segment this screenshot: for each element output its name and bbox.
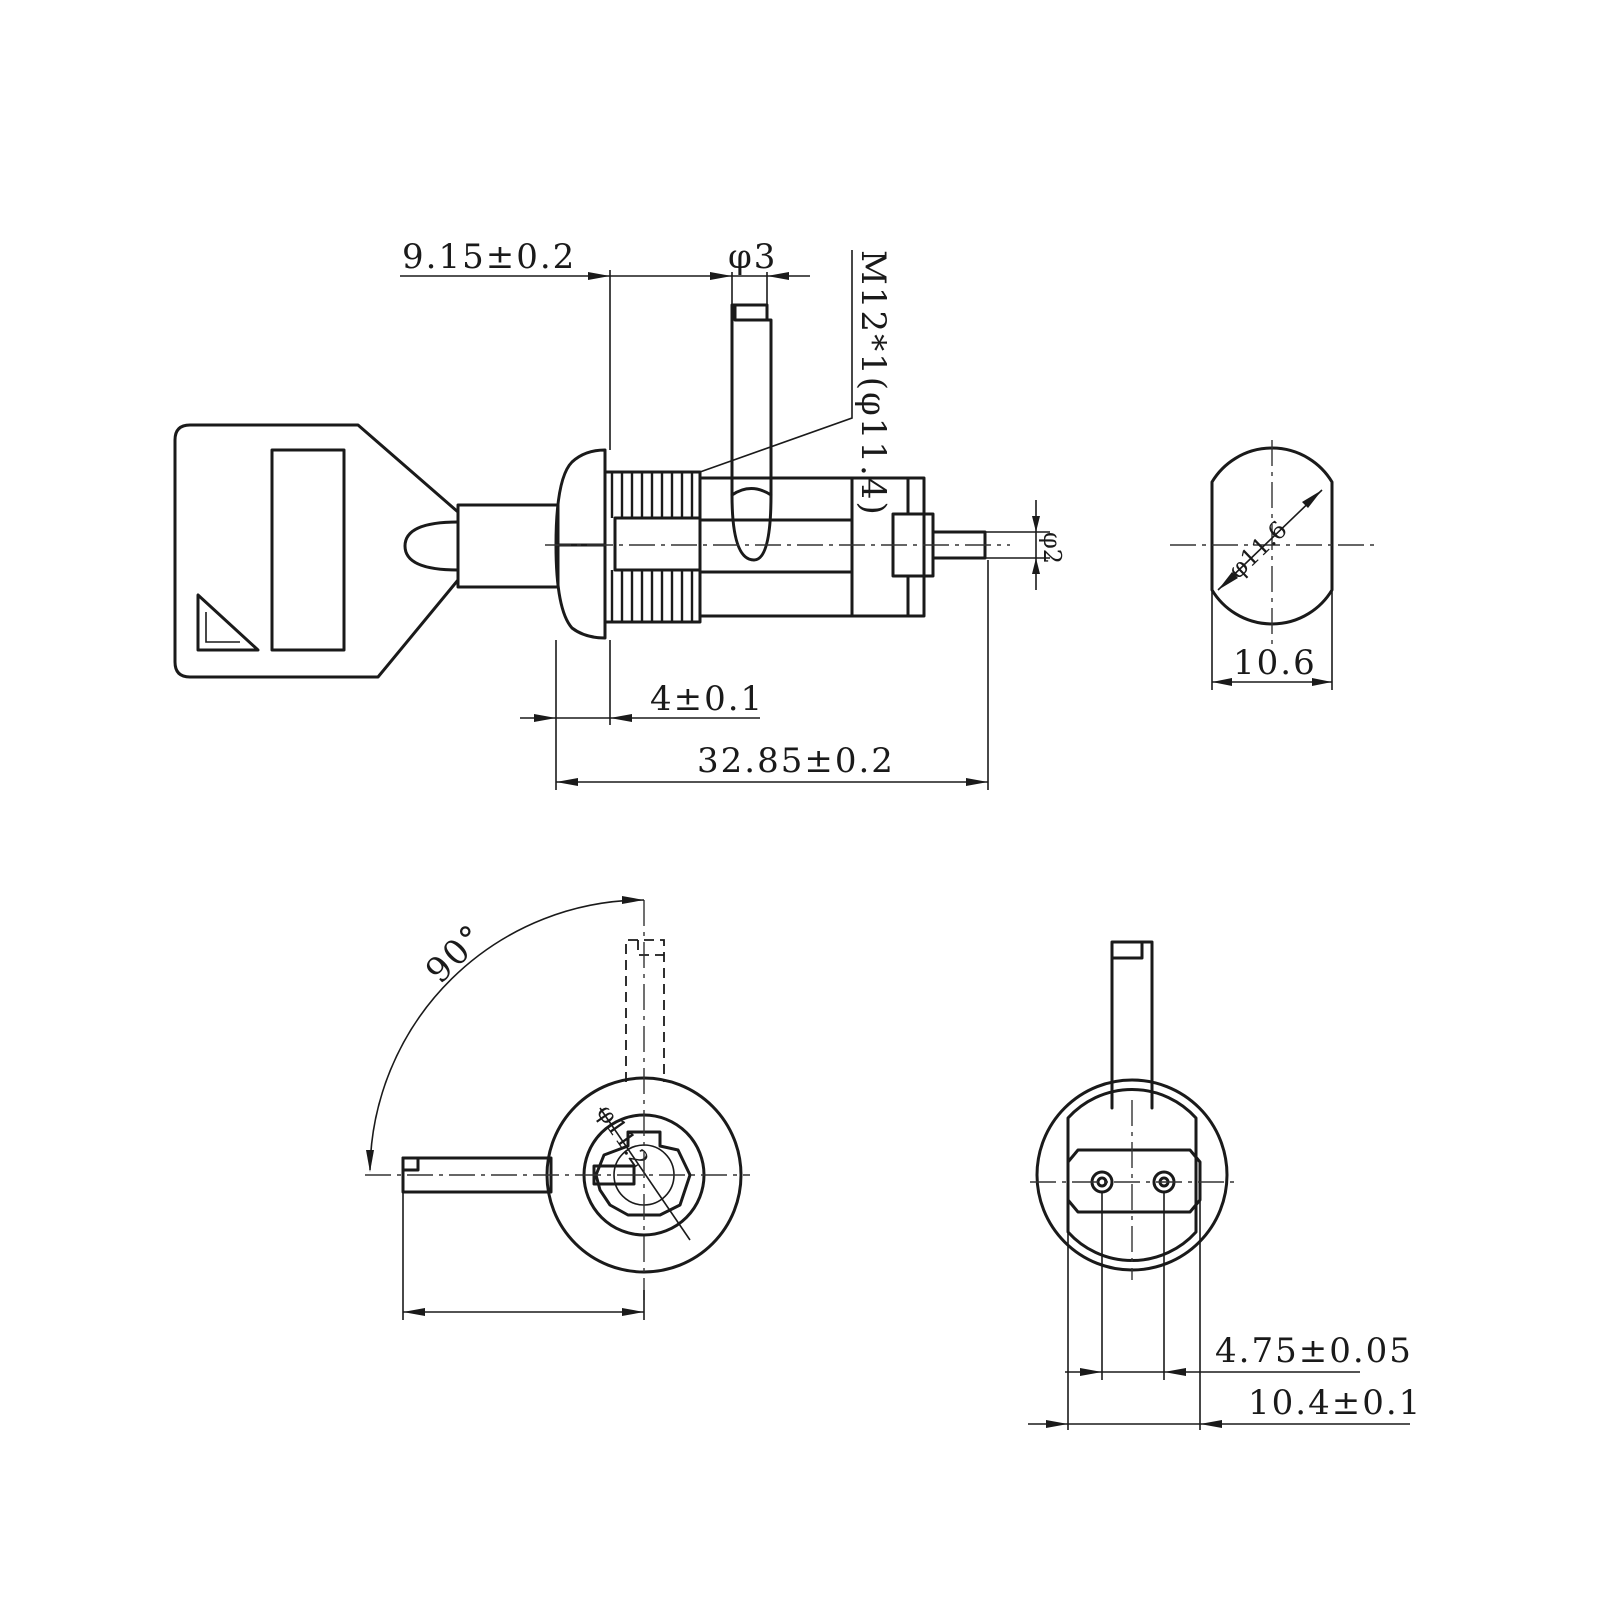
lock-rear — [850, 476, 926, 618]
key-bump — [403, 520, 460, 572]
dim-flange-thickness: 4±0.1 — [650, 679, 764, 719]
dim-pin-diameter: φ2 — [1038, 532, 1066, 564]
rear-cam — [1110, 940, 1154, 1110]
key-shaft — [456, 503, 560, 589]
front-view: φ11.2 90° — [365, 896, 750, 1320]
cam-vertical-hidden — [625, 939, 665, 1082]
rear-view: 4.75±0.05 10.4±0.1 — [1028, 940, 1422, 1430]
dim-overall-length: 32.85±0.2 — [697, 741, 895, 781]
side-dimensions: 9.15±0.2 φ3 M12*1(φ11.4) φ2 4±0.1 32.85±… — [400, 237, 1066, 790]
cam-arm — [730, 303, 773, 562]
dim-rotation: 90° — [418, 916, 493, 991]
rear-slot — [1066, 1148, 1202, 1214]
dim-end-diameter: φ11.6 — [1223, 515, 1293, 584]
lock-body — [698, 476, 854, 618]
key-label-recess — [270, 448, 346, 652]
thread-lines — [610, 472, 694, 622]
dim-key-offset: 9.15±0.2 — [402, 237, 576, 277]
end-view: 10.6 φ11.6 — [1170, 440, 1380, 690]
dim-end-flat-width: 10.6 — [1233, 643, 1317, 683]
side-view — [173, 303, 1010, 679]
key-triangle — [196, 593, 260, 652]
dim-flat-width: 10.4±0.1 — [1248, 1383, 1422, 1423]
rotation-arc — [369, 899, 645, 1171]
key-head — [173, 423, 460, 679]
dim-thread: M12*1(φ11.4) — [853, 250, 893, 517]
dim-cam-diameter: φ3 — [728, 237, 777, 277]
dim-slot-width: 4.75±0.05 — [1215, 1331, 1413, 1371]
